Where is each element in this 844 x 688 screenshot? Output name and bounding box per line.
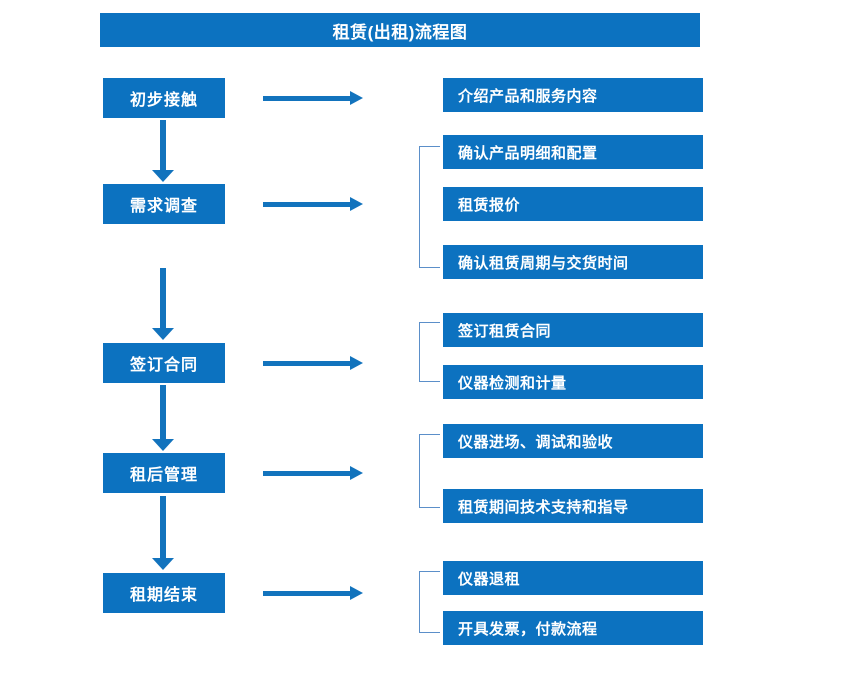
task-box-8[interactable]: 租赁期间技术支持和指导 — [443, 489, 703, 523]
arrow-shaft — [160, 385, 166, 439]
task-box-5[interactable]: 签订租赁合同 — [443, 313, 703, 347]
arrow-shaft — [263, 361, 351, 366]
arrow-shaft — [263, 96, 351, 101]
stage-connector-arrow-3 — [152, 385, 174, 451]
task-box-9[interactable]: 仪器退租 — [443, 561, 703, 595]
stage-connector-arrow-4 — [152, 496, 174, 570]
arrow-head — [350, 356, 363, 370]
arrow-head — [350, 586, 363, 600]
task-box-1[interactable]: 介绍产品和服务内容 — [443, 78, 703, 112]
arrow-head — [152, 328, 174, 340]
task-box-2[interactable]: 确认产品明细和配置 — [443, 135, 703, 169]
arrow-head — [350, 466, 363, 480]
arrow-head — [152, 439, 174, 451]
task-box-7[interactable]: 仪器进场、调试和验收 — [443, 424, 703, 458]
stage-box-5[interactable]: 租期结束 — [103, 573, 225, 613]
arrow-shaft — [160, 496, 166, 558]
task-group-bracket-3 — [419, 322, 440, 382]
stage-connector-arrow-2 — [152, 268, 174, 340]
stage-connector-arrow-1 — [152, 120, 174, 182]
arrow-shaft — [160, 268, 166, 328]
task-group-bracket-2 — [419, 146, 440, 268]
arrow-head — [350, 91, 363, 105]
arrow-head — [350, 197, 363, 211]
task-box-3[interactable]: 租赁报价 — [443, 187, 703, 221]
page-title: 租赁(出租)流程图 — [100, 13, 700, 47]
stage-box-3[interactable]: 签订合同 — [103, 343, 225, 383]
arrow-shaft — [263, 471, 351, 476]
stage-to-task-arrow-4 — [263, 466, 363, 480]
stage-box-1[interactable]: 初步接触 — [103, 78, 225, 118]
stage-box-4[interactable]: 租后管理 — [103, 453, 225, 493]
task-box-10[interactable]: 开具发票，付款流程 — [443, 611, 703, 645]
arrow-shaft — [263, 591, 351, 596]
stage-to-task-arrow-3 — [263, 356, 363, 370]
arrow-shaft — [263, 202, 351, 207]
stage-to-task-arrow-2 — [263, 197, 363, 211]
arrow-head — [152, 558, 174, 570]
stage-to-task-arrow-5 — [263, 586, 363, 600]
stage-box-2[interactable]: 需求调查 — [103, 184, 225, 224]
task-group-bracket-4 — [419, 434, 440, 508]
arrow-shaft — [160, 120, 166, 170]
task-box-6[interactable]: 仪器检测和计量 — [443, 365, 703, 399]
task-box-4[interactable]: 确认租赁周期与交货时间 — [443, 245, 703, 279]
arrow-head — [152, 170, 174, 182]
stage-to-task-arrow-1 — [263, 91, 363, 105]
task-group-bracket-5 — [419, 571, 440, 633]
